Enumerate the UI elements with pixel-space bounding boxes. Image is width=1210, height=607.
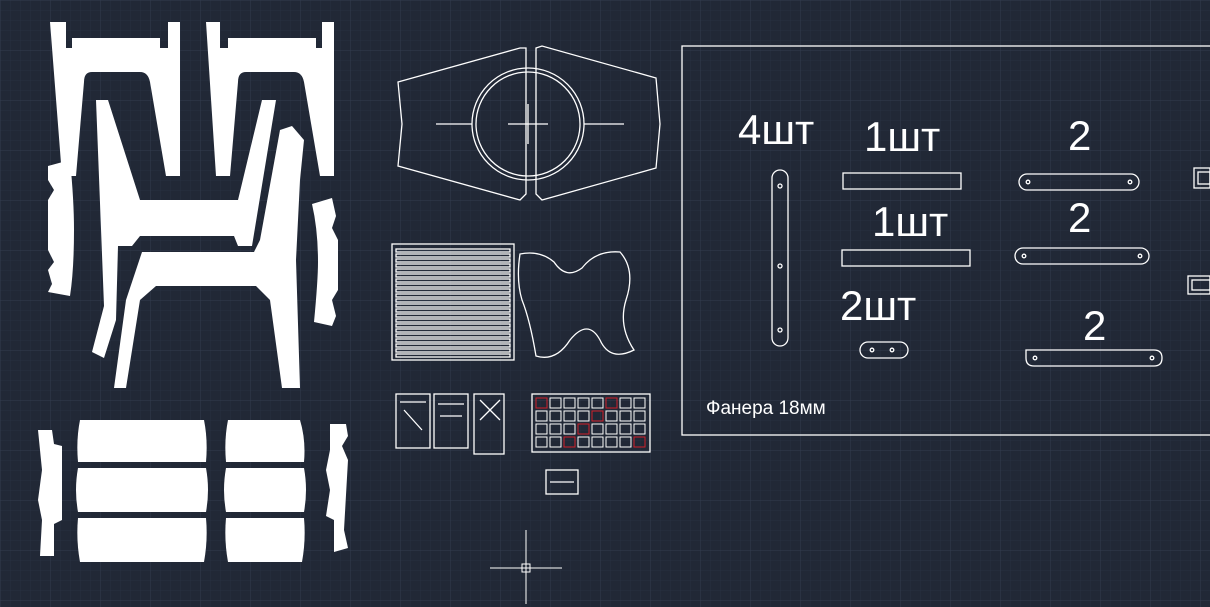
edge-part-2 xyxy=(1187,275,1210,295)
nest-cell xyxy=(535,423,548,435)
nest-cell xyxy=(633,423,646,435)
short-bar xyxy=(859,341,909,359)
nest-cell xyxy=(577,423,590,435)
slat xyxy=(395,338,511,343)
slat xyxy=(395,268,511,273)
rail-2 xyxy=(841,249,971,267)
slat xyxy=(395,353,511,358)
slat xyxy=(395,278,511,283)
label-qty-4: 4шт xyxy=(738,106,814,153)
rounded-bar-2 xyxy=(1014,247,1150,265)
seat-slab-left-1 xyxy=(77,420,207,462)
chair-side-profile-lower xyxy=(114,126,304,388)
seat-slab-right-3 xyxy=(225,518,305,562)
slat xyxy=(395,298,511,303)
label-qty-1b: 1шт xyxy=(872,198,948,245)
nest-cell xyxy=(605,436,618,448)
nest-cell xyxy=(535,436,548,448)
nest-cell xyxy=(605,397,618,409)
nest-cell xyxy=(591,423,604,435)
slat xyxy=(395,283,511,288)
nest-cell xyxy=(563,423,576,435)
seat-slab-left-2 xyxy=(76,468,208,512)
nest-cell xyxy=(619,410,632,422)
edge-part-1 xyxy=(1193,167,1210,189)
nest-cell xyxy=(633,397,646,409)
rounded-bar-3 xyxy=(1025,349,1163,367)
side-slat-left-top xyxy=(48,160,74,296)
parts-thumbnails xyxy=(395,393,505,455)
nest-cell xyxy=(619,397,632,409)
nest-cell xyxy=(577,397,590,409)
chair-back-frame-right xyxy=(206,22,334,176)
label-qty-1a: 1шт xyxy=(864,113,940,160)
nest-cell xyxy=(619,423,632,435)
edge-strip-left xyxy=(38,430,62,556)
edge-strip-right xyxy=(326,424,348,552)
nest-cell xyxy=(535,410,548,422)
rounded-bar-1 xyxy=(1018,173,1140,191)
slat xyxy=(395,343,511,348)
nest-cell xyxy=(577,410,590,422)
nest-cell xyxy=(633,436,646,448)
slat xyxy=(395,333,511,338)
nest-cell xyxy=(549,436,562,448)
nest-cell xyxy=(563,410,576,422)
label-qty-2: 2шт xyxy=(840,282,916,329)
seat-slab-left-3 xyxy=(77,518,207,562)
chair-side-profile-upper xyxy=(92,100,276,358)
slat xyxy=(395,258,511,263)
nest-cell xyxy=(577,436,590,448)
chair-back-frame-left xyxy=(50,22,180,176)
nest-cell xyxy=(549,410,562,422)
nest-cell xyxy=(591,410,604,422)
slat xyxy=(395,323,511,328)
nest-cell xyxy=(633,410,646,422)
slatted-panel xyxy=(391,243,515,361)
slat xyxy=(395,308,511,313)
seat-slab-right-1 xyxy=(225,420,305,462)
nest-cell xyxy=(549,423,562,435)
slat xyxy=(395,253,511,258)
slat xyxy=(395,348,511,353)
label-num-2a: 2 xyxy=(1068,112,1091,159)
label-material: Фанера 18мм xyxy=(706,398,826,419)
slat xyxy=(395,273,511,278)
organic-cutout xyxy=(517,251,635,358)
nest-cell xyxy=(605,423,618,435)
label-num-2c: 2 xyxy=(1083,302,1106,349)
nest-cell xyxy=(605,410,618,422)
table-top-outline xyxy=(397,45,661,201)
nesting-layout-thumbnail xyxy=(531,393,651,453)
slat xyxy=(395,248,511,253)
parts-frame xyxy=(681,45,1210,436)
label-num-2b: 2 xyxy=(1068,194,1091,241)
slat xyxy=(395,328,511,333)
nest-cell xyxy=(591,397,604,409)
slat xyxy=(395,318,511,323)
slat xyxy=(395,303,511,308)
small-rect-part xyxy=(545,469,579,495)
rail-1 xyxy=(842,172,962,190)
slat xyxy=(395,293,511,298)
leg-bar xyxy=(771,169,789,347)
crosshair-cursor-icon xyxy=(490,530,562,604)
nest-cell xyxy=(563,436,576,448)
nest-cell xyxy=(619,436,632,448)
side-slat-right xyxy=(312,198,338,326)
seat-slab-right-2 xyxy=(224,468,306,512)
chair-parts-group xyxy=(38,22,348,562)
nest-cell xyxy=(591,436,604,448)
slat xyxy=(395,288,511,293)
slat xyxy=(395,313,511,318)
nest-cell xyxy=(563,397,576,409)
slat xyxy=(395,263,511,268)
nest-cell xyxy=(535,397,548,409)
nest-cell xyxy=(549,397,562,409)
